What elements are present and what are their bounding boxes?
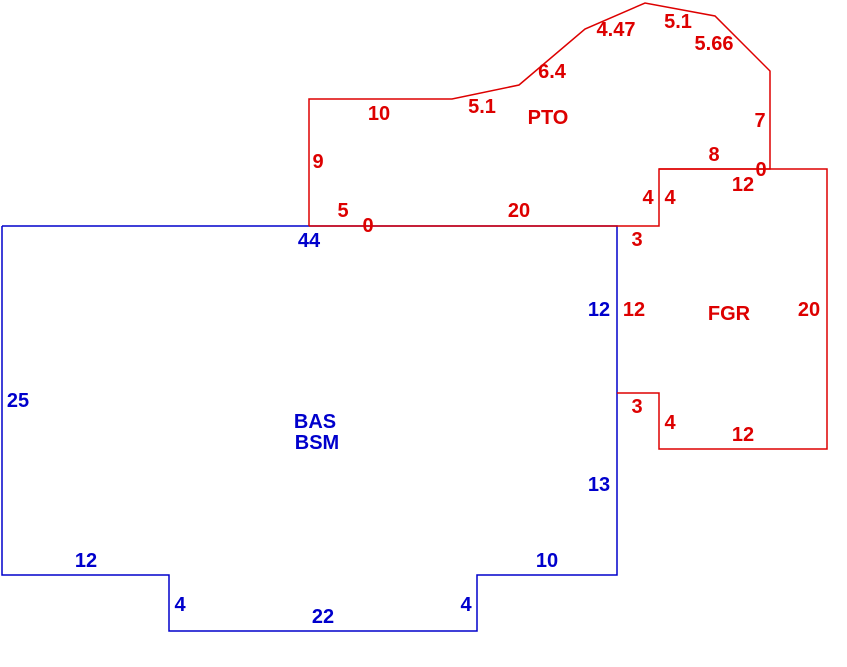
dim-bas-top: 44 — [298, 230, 321, 252]
dim-fgr-left: 12 — [623, 299, 645, 321]
dim-pto-zero-left: 0 — [362, 215, 373, 237]
dim-bas-bottom-mid: 22 — [312, 606, 334, 628]
dim-pto-seg-51b: 5.1 — [664, 11, 692, 33]
dim-pto-bottom: 20 — [508, 200, 530, 222]
dim-fgr-step-bottom: 4 — [664, 412, 676, 434]
dim-pto-step-top: 8 — [708, 144, 719, 166]
dim-pto-right: 7 — [754, 110, 765, 132]
dim-fgr-three-top: 3 — [631, 229, 642, 251]
dim-fgr-step-right: 4 — [664, 187, 676, 209]
dim-pto-zero-right: 0 — [755, 159, 766, 181]
dim-bas-right-upper: 12 — [588, 299, 610, 321]
dim-bas-notch-right: 4 — [460, 594, 472, 616]
dim-bas-notch-left: 4 — [174, 594, 186, 616]
dim-bas-bottom-left: 12 — [75, 550, 97, 572]
area-label-bas: BAS — [294, 411, 336, 433]
dim-fgr-right: 20 — [798, 299, 820, 321]
area-label-bsm: BSM — [295, 432, 339, 454]
area-label-fgr: FGR — [708, 303, 751, 325]
dim-bas-right-lower: 13 — [588, 474, 610, 496]
dim-pto-seg-64: 6.4 — [538, 61, 567, 83]
dim-fgr-three-bottom: 3 — [631, 396, 642, 418]
dim-pto-seg-51a: 5.1 — [468, 96, 496, 118]
dim-pto-top-left: 10 — [368, 103, 390, 125]
dim-fgr-bottom: 12 — [732, 424, 754, 446]
dim-pto-seg-566: 5.66 — [695, 33, 734, 55]
bas-outline — [1, 225, 618, 632]
dim-pto-five: 5 — [337, 200, 348, 222]
fgr-outline — [617, 168, 828, 450]
dim-bas-bottom-right: 10 — [536, 550, 558, 572]
dim-fgr-top: 12 — [732, 174, 754, 196]
dim-pto-step-left: 4 — [642, 187, 654, 209]
area-label-pto: PTO — [528, 107, 569, 129]
dim-pto-seg-447: 4.47 — [597, 19, 636, 41]
dim-pto-left: 9 — [312, 151, 323, 173]
dim-bas-left: 25 — [7, 390, 29, 412]
pto-outline — [308, 2, 771, 227]
